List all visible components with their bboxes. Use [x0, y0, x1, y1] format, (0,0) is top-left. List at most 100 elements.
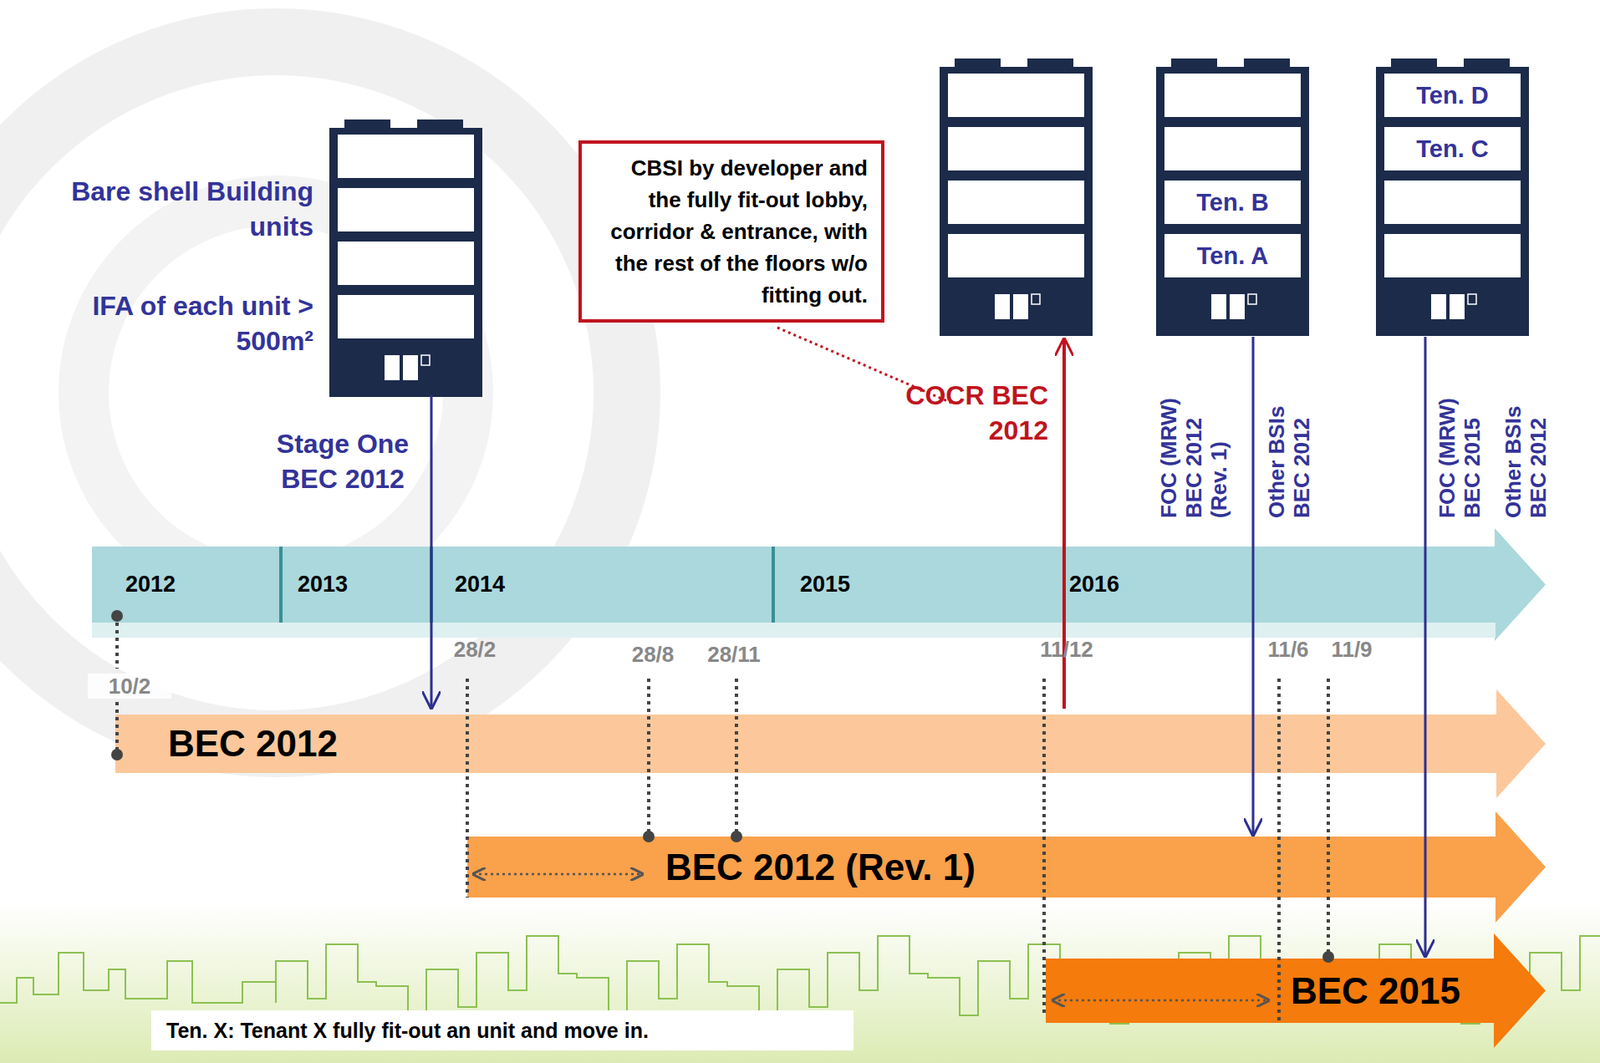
building-body [329, 127, 483, 398]
building-floor [337, 241, 474, 286]
building-door [402, 355, 418, 381]
period-arrow [473, 873, 643, 877]
date-dot [730, 830, 743, 843]
building-floor [947, 180, 1085, 225]
building-icon [1156, 58, 1310, 337]
band-label: 2013 [297, 546, 348, 623]
date-label: 28/11 [692, 642, 776, 668]
date-dot [1322, 951, 1335, 964]
building-door [1431, 294, 1447, 320]
building-floor [947, 234, 1085, 278]
building-door [1013, 294, 1029, 320]
rotated-label: Other BSIs BEC 2012 [1500, 369, 1551, 519]
annotation-label: COCR BEC 2012 [881, 377, 1049, 449]
building-floor [947, 73, 1085, 118]
standard-band: BEC 2015 [1045, 933, 1546, 1049]
band-fill [1045, 933, 1546, 1049]
ground [0, 902, 1600, 1063]
tenant-floor: Ten. A [1164, 234, 1301, 278]
building-floor [1384, 73, 1521, 118]
node-text: Ten. D [1416, 81, 1488, 110]
blue-arrow [1424, 336, 1427, 958]
standard-band: BEC 2012 (Rev. 1) [467, 811, 1546, 923]
callout-box: CBSI by developer and the fully fit-out … [578, 140, 885, 323]
date-dot [111, 749, 123, 761]
building-window [1467, 294, 1477, 305]
building-floor [337, 188, 474, 232]
dotted-guide [115, 622, 119, 669]
rotated-label: FOC (MRW) BEC 2012 (Rev. 1) [1156, 369, 1232, 519]
building-floor [1164, 180, 1301, 225]
building-icon [939, 58, 1093, 337]
date-label: 11/9 [1318, 636, 1386, 663]
building-window [1031, 294, 1040, 305]
building-door [1449, 294, 1465, 320]
blue-arrow [1252, 336, 1255, 836]
rotated-label: Other BSIs BEC 2012 [1263, 369, 1315, 519]
building-floor [1384, 180, 1521, 225]
building-floor [947, 127, 1085, 171]
building-floor [1164, 234, 1301, 278]
date-dot [642, 830, 655, 843]
node-text: CBSI by developer and the fully fit-out … [595, 152, 868, 311]
footnote-box: Ten. X: Tenant X fully fit-out an unit a… [151, 1010, 854, 1051]
standard-band: BEC 2012 [115, 689, 1546, 799]
building-floor [337, 295, 474, 339]
building-floor [1384, 127, 1521, 171]
dotted-guide [465, 678, 469, 898]
timeline-shadow [91, 622, 1496, 638]
dotted-guide [1042, 678, 1046, 1016]
date-label: 11/6 [1250, 636, 1326, 663]
tenant-floor: Ten. D [1384, 73, 1521, 118]
dotted-guide [734, 678, 739, 837]
date-label: 28/2 [433, 636, 517, 663]
building-window [1248, 294, 1257, 305]
node-text: Ten. B [1196, 188, 1269, 217]
building-door [994, 294, 1010, 320]
blue-arrow [430, 395, 434, 709]
node-text: Ten. X: Tenant X fully fit-out an unit a… [166, 1019, 649, 1044]
building-floor [1164, 127, 1301, 171]
tenant-floor: Ten. C [1384, 127, 1521, 171]
band-label: 2015 [800, 546, 851, 623]
date-label: 10/2 [87, 673, 172, 699]
dotted-guide [115, 702, 119, 750]
date-label: 11/12 [1024, 636, 1109, 663]
building-door [384, 355, 400, 381]
annotation-label: Stage One BEC 2012 [259, 426, 427, 497]
building-floor [1164, 73, 1301, 118]
band-label: BEC 2012 (Rev. 1) [665, 836, 976, 898]
annotation-label: Bare shell Building units [62, 173, 314, 245]
building-door [1211, 294, 1227, 320]
band-label: 2012 [125, 546, 176, 623]
date-dot [111, 610, 123, 622]
tenant-floor: Ten. B [1164, 180, 1301, 225]
watermark-ring [0, 41, 627, 744]
building-window [421, 355, 430, 366]
building-icon [329, 119, 483, 398]
rotated-label: FOC (MRW) BEC 2015 [1434, 369, 1485, 519]
building-floor [337, 134, 474, 179]
period-arrow [1052, 999, 1269, 1003]
building-body [939, 66, 1093, 337]
band-label: 2016 [1069, 546, 1120, 623]
dotted-guide [1326, 678, 1330, 958]
band-fill [115, 689, 1546, 799]
node-text: Ten. A [1197, 242, 1269, 271]
year-divider [771, 546, 775, 623]
dotted-guide [647, 678, 651, 837]
node-text: Ten. C [1416, 135, 1488, 164]
building-body [1375, 66, 1529, 337]
timeline-band: 20122013201420152016 [91, 528, 1546, 642]
annotation-label: IFA of each unit > 500m² [45, 288, 314, 359]
building-icon [1375, 58, 1529, 337]
year-divider [279, 546, 283, 623]
band-fill [467, 811, 1546, 923]
date-label: 28/8 [611, 642, 695, 668]
building-door [1229, 294, 1245, 320]
band-label: BEC 2015 [1290, 958, 1461, 1024]
building-floor [1384, 234, 1521, 278]
band-fill [91, 528, 1546, 642]
building-body [1156, 66, 1310, 337]
band-shape [467, 811, 1546, 923]
